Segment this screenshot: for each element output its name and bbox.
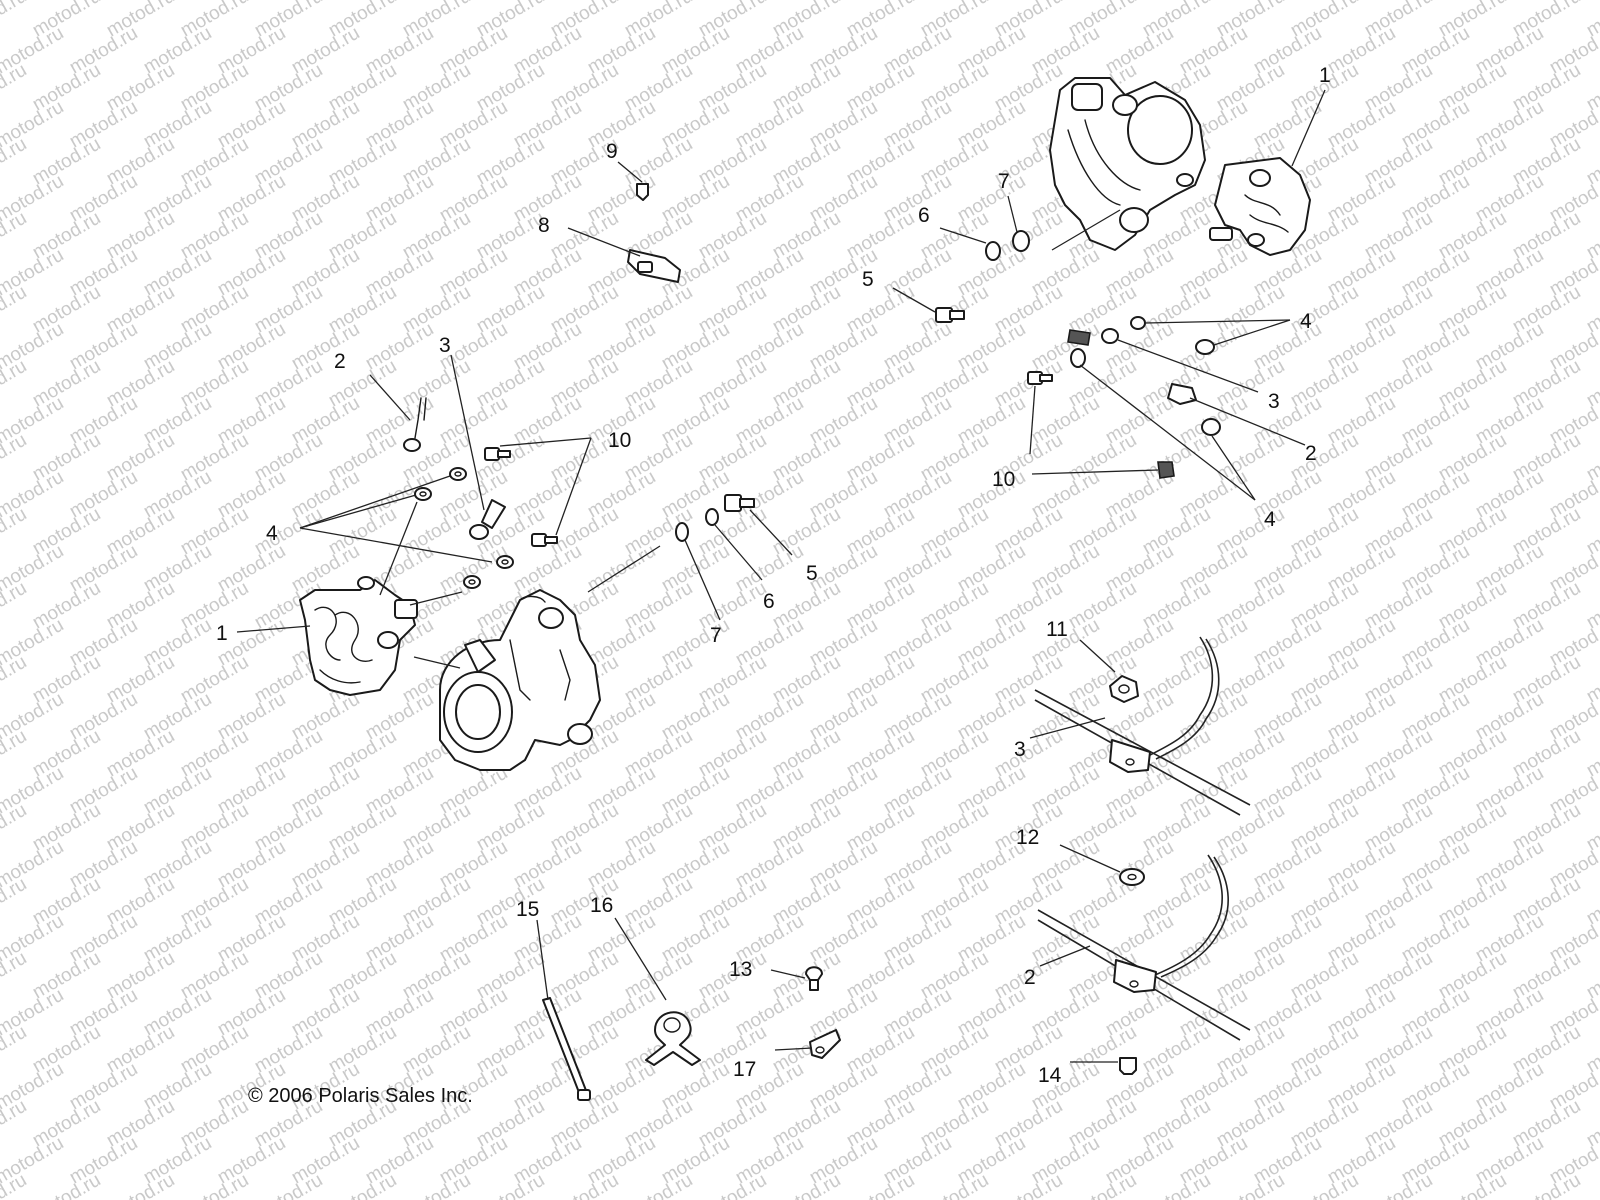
callout-5: 5 [862,268,874,291]
copyright-notice: © 2006 Polaris Sales Inc. [248,1085,473,1107]
callout-4: 4 [1300,310,1312,333]
leader-lines [236,89,1326,1063]
callout-3: 3 [1014,738,1026,761]
cable-clamp-detail-lower [1037,854,1251,1075]
callout-15: 15 [516,898,539,921]
callout-2: 2 [1024,966,1036,989]
spindle-right [1049,77,1206,251]
callout-13: 13 [729,958,752,981]
rivet-13 [805,966,823,991]
brake-caliper-left [299,576,418,696]
washers-right [985,230,1221,436]
bracket-8 [627,249,681,283]
callout-2: 2 [1305,442,1317,465]
callout-6: 6 [918,204,930,227]
brake-line-fitting-left [403,397,427,452]
callout-9: 9 [606,140,618,163]
push-clip-16 [645,1011,701,1066]
callout-11: 11 [1046,618,1068,641]
callout-6: 6 [763,590,775,613]
callout-12: 12 [1016,826,1039,849]
callout-3: 3 [1268,390,1280,413]
callout-1: 1 [1319,64,1331,87]
bolts-left [484,183,755,547]
callout-4: 4 [266,522,278,545]
callout-1: 1 [216,622,228,645]
spindle-left [439,589,601,771]
clip-17 [809,1029,841,1059]
callout-2: 2 [334,350,346,373]
callout-3: 3 [439,334,451,357]
callout-17: 17 [733,1058,756,1081]
cable-clamp-detail-upper [1034,636,1251,816]
callout-10: 10 [992,468,1015,491]
callout-14: 14 [1038,1064,1062,1087]
banjo-fitting-left [469,499,506,540]
brake-caliper-right [1209,157,1311,256]
callout-7: 7 [710,624,722,647]
callout-7: 7 [998,170,1010,193]
callout-16: 16 [590,894,613,917]
bolts-right [935,307,1197,479]
washers-left [414,467,719,589]
callout-5: 5 [806,562,818,585]
callout-labels: 1 2 3 4 5 6 7 8 9 10 1 2 3 4 4 5 6 7 10 … [216,64,1331,1087]
callout-4: 4 [1264,508,1276,531]
callout-8: 8 [538,214,550,237]
callout-10: 10 [608,429,631,452]
